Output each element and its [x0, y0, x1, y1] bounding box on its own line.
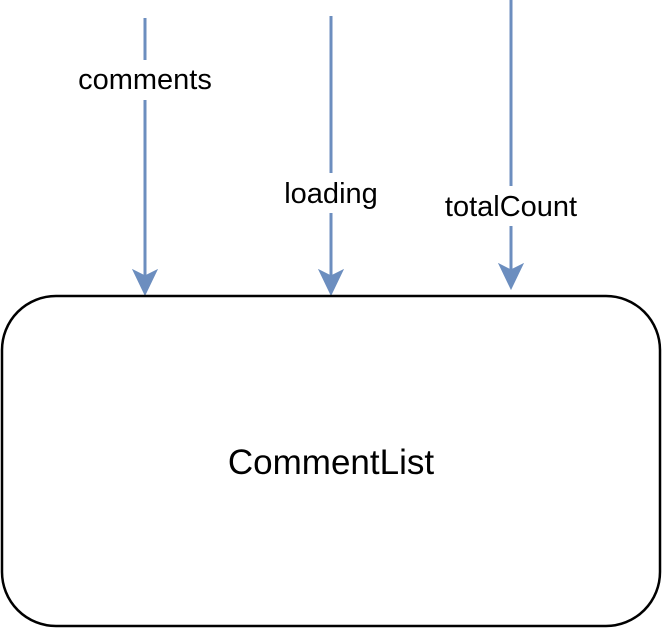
node-commentlist-box [0, 294, 662, 628]
node-commentlist: CommentList [0, 294, 662, 628]
edge-comments-arrowhead [131, 268, 159, 297]
edge-loading-arrowhead [317, 268, 345, 297]
edge-totalcount-arrowhead [497, 262, 525, 291]
edge-totalcount: totalCount [431, 0, 591, 291]
edge-comments-label-bg [66, 60, 224, 100]
edge-loading-label: loading [284, 178, 378, 210]
edge-loading: loading [274, 16, 388, 297]
edge-comments-label: comments [78, 64, 212, 96]
edge-totalcount-label: totalCount [445, 191, 577, 223]
edge-totalcount-label-bg [431, 186, 591, 226]
node-commentlist-label: CommentList [228, 443, 434, 482]
edge-loading-label-bg [274, 173, 388, 213]
edge-comments: comments [66, 18, 224, 297]
